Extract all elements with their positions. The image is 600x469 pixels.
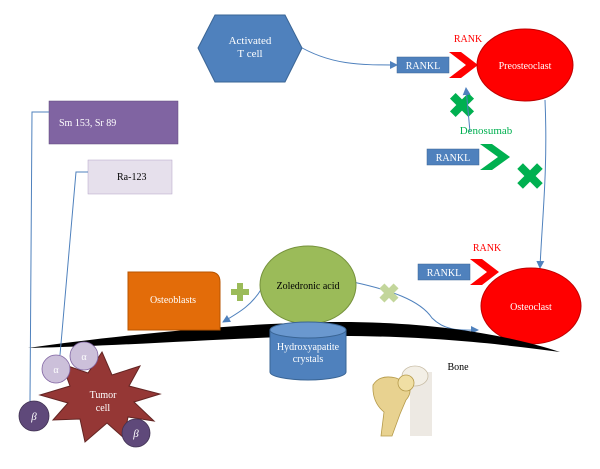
inhibit-x-icon xyxy=(449,92,475,118)
tumor-cell-label-line1: Tumor xyxy=(90,390,118,401)
rankl-denosumab-label: RANKL xyxy=(436,153,470,164)
inhibit-x-icon xyxy=(517,163,543,189)
t-cell-label-line2: T cell xyxy=(237,48,262,60)
beta-particle-label: β xyxy=(132,428,139,440)
sm-sr-label: Sm 153, Sr 89 xyxy=(59,118,116,129)
rankl-top-bar xyxy=(396,56,450,74)
preosteoclast-label: Preosteoclast xyxy=(499,61,552,72)
connector-ra-to-alpha xyxy=(59,171,88,356)
alpha-particle-label: α xyxy=(81,352,87,363)
rank-bottom-receptor xyxy=(470,259,499,285)
rank-top-label: RANK xyxy=(454,34,483,45)
arrow-preosteoclast-to-osteoclast xyxy=(536,99,547,269)
arrow-denosumab-to-rank xyxy=(462,87,471,133)
osteoclast-label: Osteoclast xyxy=(510,302,552,313)
hydroxyapatite-label-line1: Hydroxyapatite xyxy=(277,342,340,353)
hydroxyapatite-cylinder xyxy=(269,321,347,381)
tumor-cell-label-line2: cell xyxy=(96,403,111,414)
bone-joint-illustration xyxy=(372,365,432,437)
beta-particle-label: β xyxy=(30,411,37,423)
alpha-particle-label: α xyxy=(53,365,59,376)
beta-particle xyxy=(18,400,50,432)
sm-sr-box xyxy=(48,100,179,145)
alpha-particle xyxy=(69,341,99,371)
plus-icon xyxy=(231,283,249,301)
rank-bottom-label: RANK xyxy=(473,243,502,254)
rankl-bottom-bar xyxy=(417,263,471,281)
t-cell-label-line1: Activated xyxy=(229,35,272,47)
t-cell-shape xyxy=(197,14,303,83)
arrow-zoledronic-to-osteoblasts xyxy=(222,287,263,323)
osteoblasts-shape xyxy=(127,271,221,331)
denosumab-shape xyxy=(480,144,510,170)
osteoblasts-label: Osteoblasts xyxy=(150,295,196,306)
rankl-top-label: RANKL xyxy=(406,61,440,72)
rankl-bottom-label: RANKL xyxy=(427,268,461,279)
rankl-denosumab-bar xyxy=(426,148,480,166)
tumor-cell-shape xyxy=(38,350,162,443)
alpha-particle xyxy=(41,354,71,384)
zoledronic-acid-label: Zoledronic acid xyxy=(276,281,339,292)
arrow-tcell-to-rankl xyxy=(296,44,398,69)
hydroxyapatite-label-line2: crystals xyxy=(293,354,324,365)
rank-top-receptor xyxy=(449,52,478,78)
inhibit-x-icon xyxy=(379,283,399,303)
ra-label: Ra-123 xyxy=(117,172,146,183)
bone-surface-band xyxy=(28,322,560,352)
denosumab-label: Denosumab xyxy=(460,125,513,137)
bone-label: Bone xyxy=(447,362,469,373)
ra-box xyxy=(87,159,173,195)
beta-particle xyxy=(121,418,151,448)
connector-sm-sr-to-beta xyxy=(29,111,49,403)
preosteoclast-cell xyxy=(476,28,574,102)
